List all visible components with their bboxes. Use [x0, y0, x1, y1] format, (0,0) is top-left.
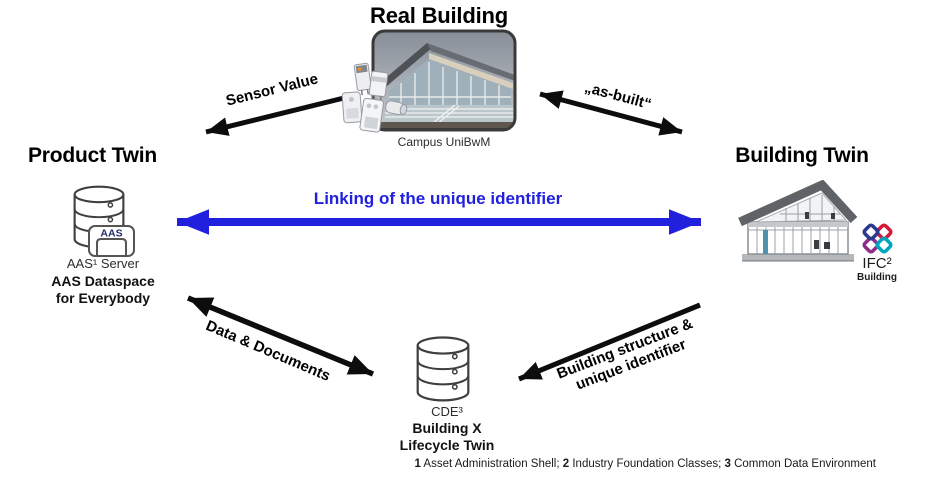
as-built-arrow — [539, 90, 683, 136]
aas-server-label: AAS¹ Server — [66, 256, 140, 271]
aas-folder-icon: AAS — [88, 225, 135, 257]
product-twin-title: Product Twin — [28, 144, 158, 167]
footnote: 1 Asset Administration Shell; 2 Industry… — [414, 458, 876, 470]
data-documents-arrow — [186, 295, 375, 377]
aas-dataspace-line1: AAS Dataspace — [51, 273, 155, 289]
ifc-label: IFC² — [862, 255, 892, 272]
ifc-logo-icon — [862, 223, 893, 254]
sensor-icons — [341, 62, 408, 133]
building-structure-arrow — [518, 302, 701, 382]
real-building-title: Real Building — [370, 3, 508, 28]
building-twin-model — [738, 180, 858, 262]
aas-dataspace-line2: for Everybody — [55, 290, 151, 307]
cde-database-icon — [416, 336, 470, 402]
cde-line1: Building X — [412, 420, 482, 436]
sensor-value-arrow — [205, 93, 353, 136]
aas-tag-text: AAS — [100, 228, 122, 240]
cde-line2: Lifecycle Twin — [399, 437, 495, 454]
building-twin-title: Building Twin — [735, 144, 869, 167]
cde-label: CDE³ — [431, 404, 463, 419]
linking-label: Linking of the unique identifier — [313, 189, 563, 208]
aas-dataspace-label: AAS Dataspace for Everybody — [51, 273, 155, 307]
cde-twin-label: Building X Lifecycle Twin — [400, 420, 495, 454]
photo-caption: Campus UniBwM — [397, 135, 491, 149]
ifc-sub-label: Building — [857, 272, 897, 283]
